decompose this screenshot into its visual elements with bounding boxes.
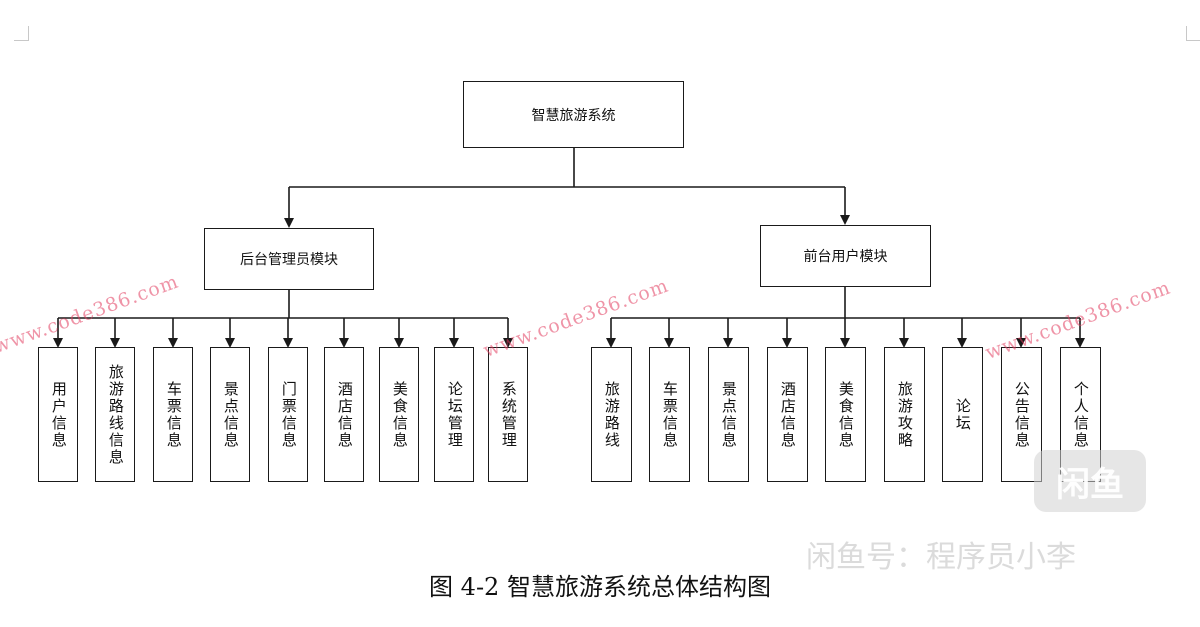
user-module-label: 前台用户模块 xyxy=(803,249,888,265)
admin-leaf-label-9: 系统管理 xyxy=(499,380,518,449)
admin-module-node: 后台管理员模块 xyxy=(204,228,374,290)
figure-caption: 图 4-2 智慧旅游系统总体结构图 xyxy=(429,573,771,601)
user-leaf-node-5: 美食信息 xyxy=(824,347,866,482)
root-node: 智慧旅游系统 xyxy=(463,81,684,148)
user-leaf-node-3: 景点信息 xyxy=(707,347,749,482)
admin-leaf-node-5: 门票信息 xyxy=(268,347,308,482)
app-logo-text: 闲鱼 xyxy=(1056,464,1124,505)
admin-leaf-label-6: 酒店信息 xyxy=(335,380,354,449)
user-leaf-node-2: 车票信息 xyxy=(648,347,690,482)
admin-leaf-label-4: 景点信息 xyxy=(221,380,240,449)
admin-leaf-label-3: 车票信息 xyxy=(164,380,183,449)
user-leaf-label-9: 个人信息 xyxy=(1071,380,1090,449)
admin-leaf-node-4: 景点信息 xyxy=(210,347,250,482)
user-leaf-node-8: 公告信息 xyxy=(1000,347,1042,482)
user-leaf-label-5: 美食信息 xyxy=(836,380,855,449)
admin-leaf-node-1: 用户信息 xyxy=(38,347,78,482)
admin-leaf-node-9: 系统管理 xyxy=(488,347,528,482)
admin-leaf-label-2: 旅游路线信息 xyxy=(106,363,125,466)
root-node-label: 智慧旅游系统 xyxy=(531,107,616,124)
admin-leaf-node-7: 美食信息 xyxy=(379,347,419,482)
user-leaf-node-6: 旅游攻略 xyxy=(883,347,925,482)
admin-leaf-label-7: 美食信息 xyxy=(390,380,409,449)
app-account-watermark: 闲鱼号：程序员小李 xyxy=(806,540,1076,575)
user-leaf-node-9: 个人信息 xyxy=(1059,347,1101,482)
page-corner-mark-right xyxy=(1186,26,1200,41)
user-module-node: 前台用户模块 xyxy=(760,225,931,287)
user-leaf-label-8: 公告信息 xyxy=(1012,380,1031,449)
user-leaf-label-1: 旅游路线 xyxy=(602,380,621,449)
user-leaf-label-3: 景点信息 xyxy=(719,380,738,449)
admin-leaf-node-8: 论坛管理 xyxy=(434,347,474,482)
admin-leaf-label-1: 用户信息 xyxy=(49,380,68,449)
user-leaf-node-7: 论坛 xyxy=(941,347,983,482)
user-leaf-label-2: 车票信息 xyxy=(660,380,679,449)
app-logo-watermark: 闲鱼 xyxy=(1034,450,1146,512)
user-leaf-label-7: 论坛 xyxy=(953,397,972,432)
user-leaf-label-4: 酒店信息 xyxy=(778,380,797,449)
admin-leaf-node-6: 酒店信息 xyxy=(324,347,364,482)
admin-leaf-node-2: 旅游路线信息 xyxy=(95,347,135,482)
admin-leaf-label-8: 论坛管理 xyxy=(445,380,464,449)
page-corner-mark-left xyxy=(14,26,29,41)
user-leaf-label-6: 旅游攻略 xyxy=(895,380,914,449)
user-leaf-node-4: 酒店信息 xyxy=(766,347,808,482)
admin-leaf-label-5: 门票信息 xyxy=(279,380,298,449)
admin-leaf-node-3: 车票信息 xyxy=(153,347,193,482)
admin-module-label: 后台管理员模块 xyxy=(240,252,338,268)
user-leaf-node-1: 旅游路线 xyxy=(590,347,632,482)
